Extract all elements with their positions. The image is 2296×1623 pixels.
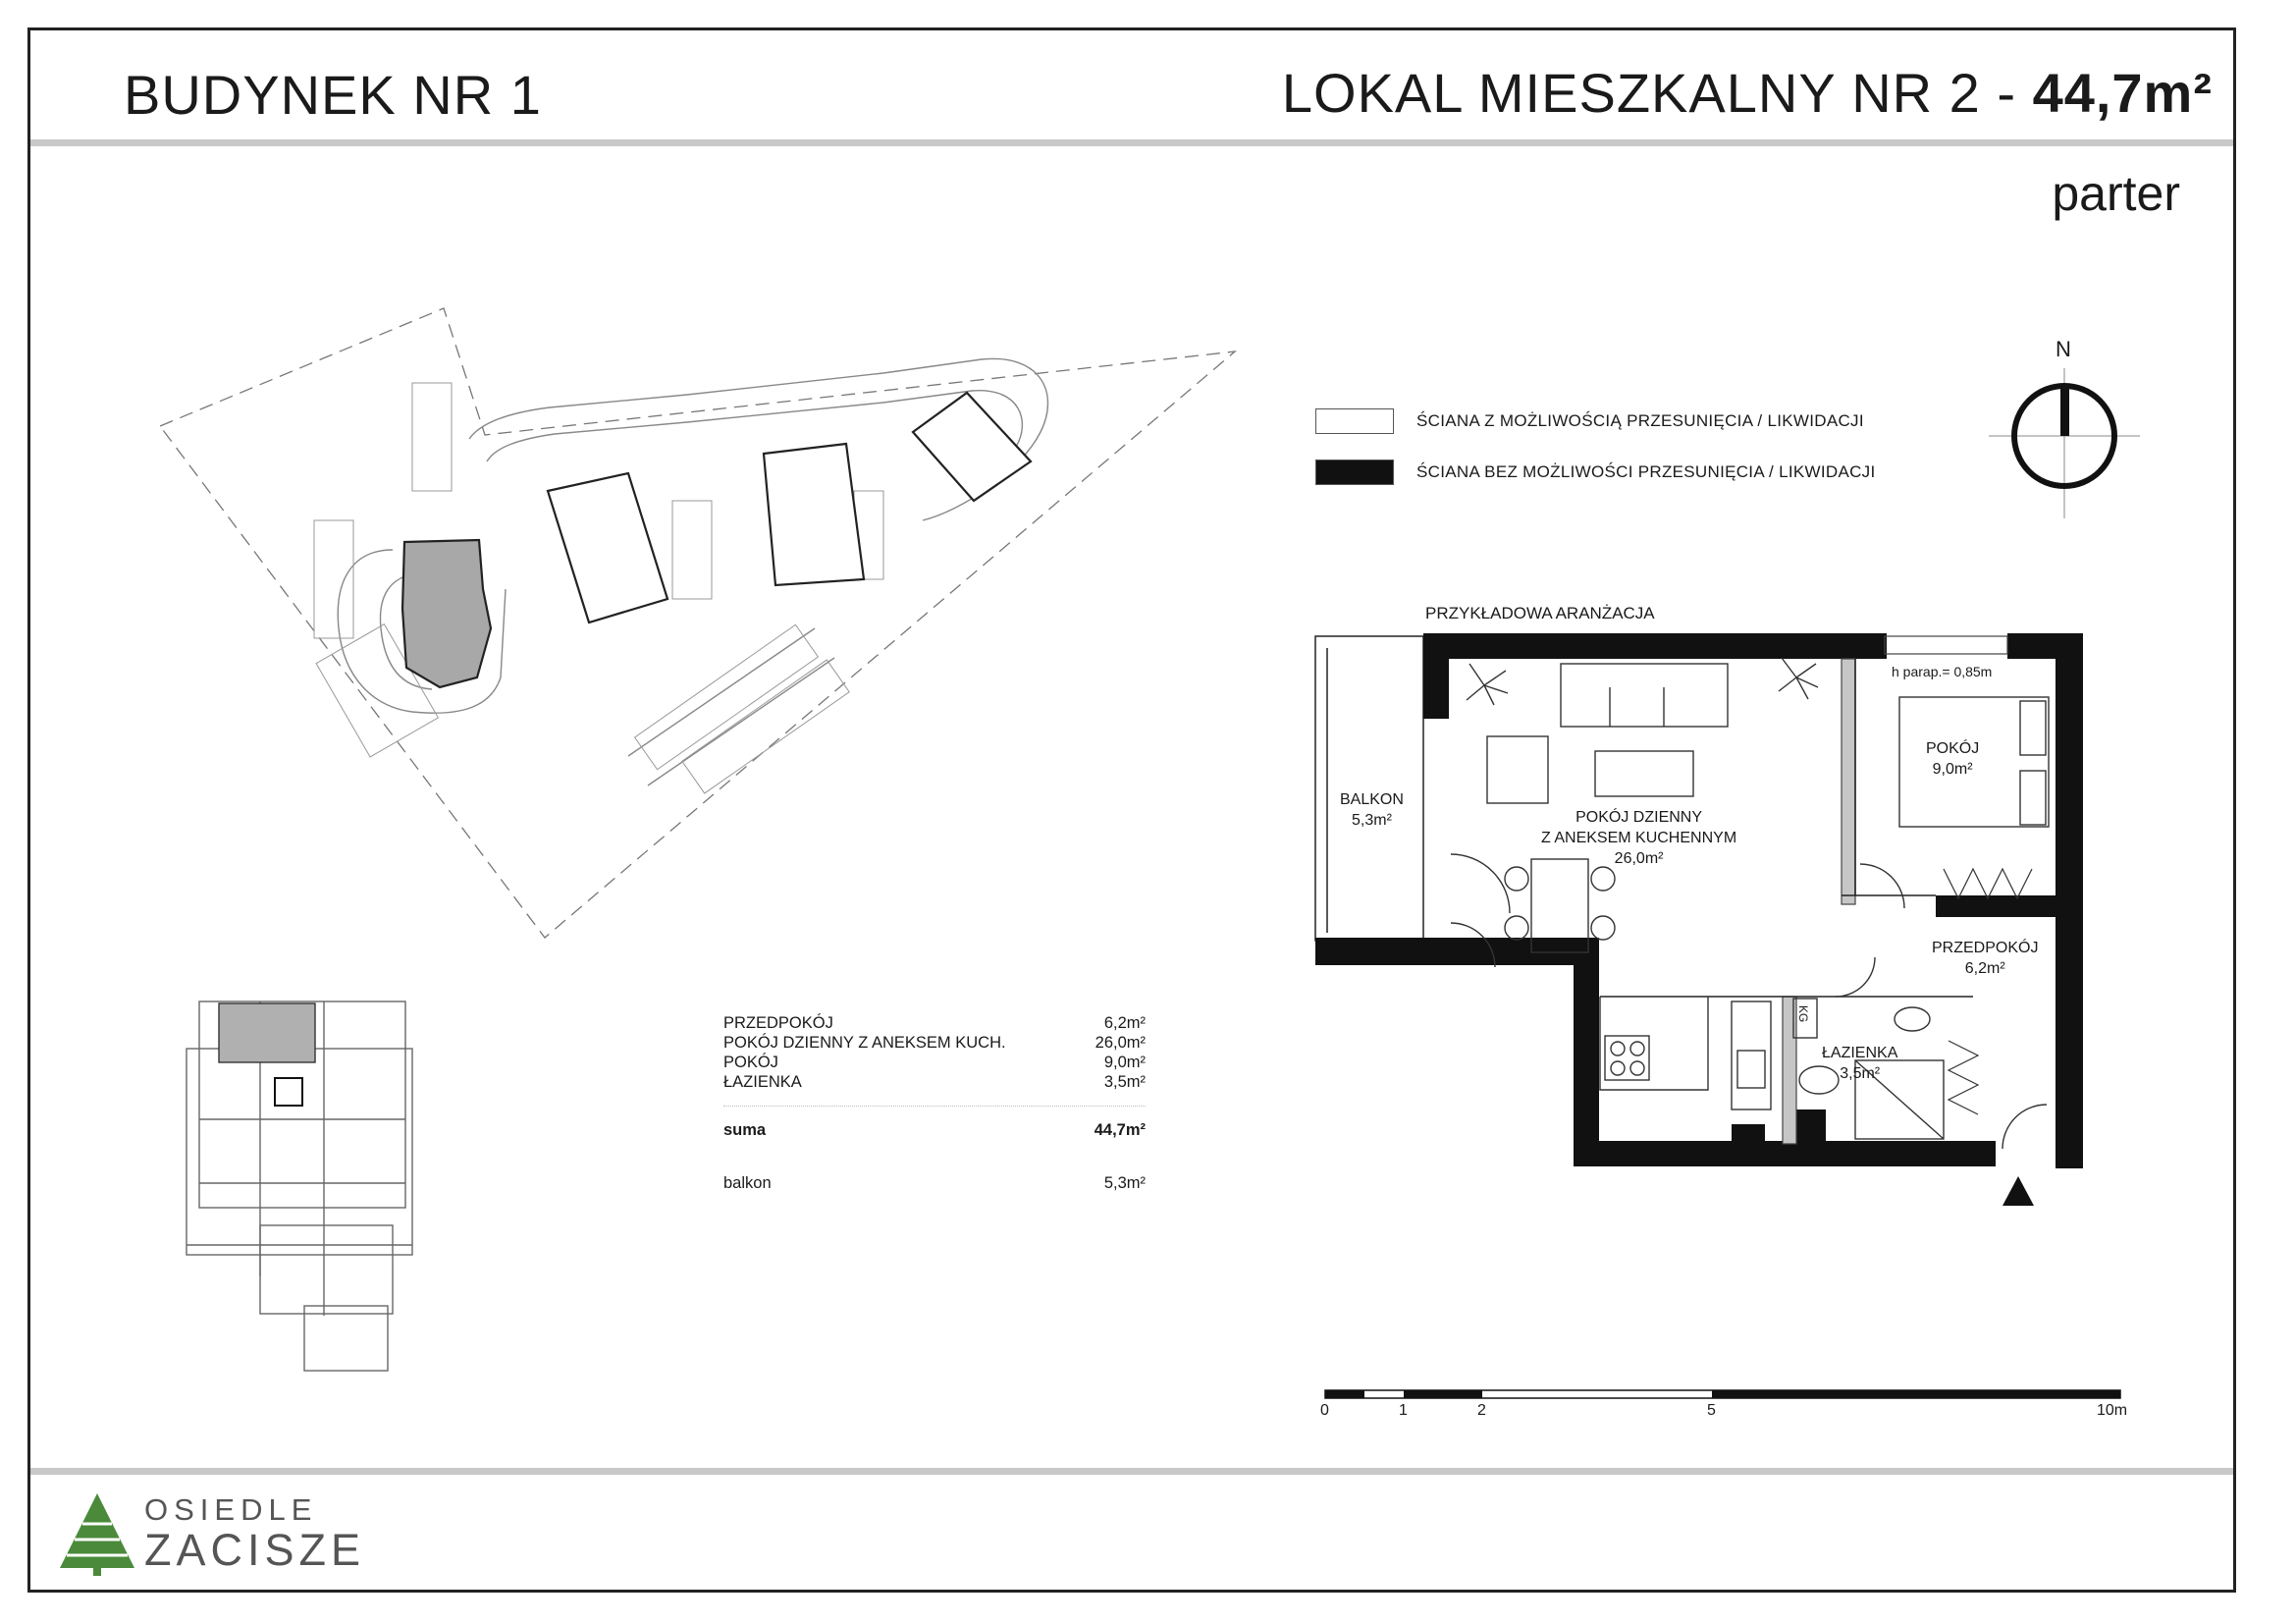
row-value: 26,0m² [1095,1034,1146,1052]
room-name: ŁAZIENKA [1822,1045,1898,1061]
scale-tick-1: 1 [1399,1402,1408,1419]
room-area: 5,3m² [1352,812,1392,829]
room-area: 3,5m² [1840,1065,1881,1082]
room-label-przedpokoj: PRZEDPOKÓJ 6,2m² [1932,938,2038,979]
row-name: POKÓJ [723,1054,778,1071]
scale-tick-5: 5 [1707,1402,1716,1419]
row-name: PRZEDPOKÓJ [723,1014,833,1032]
room-area: 6,2m² [1964,960,2005,977]
scale-tick-10: 10m [2097,1402,2128,1419]
logo-text-line2: ZACISZE [144,1525,366,1575]
room-name: BALKON [1340,791,1404,808]
apartment-title-prefix: LOKAL MIESZKALNY NR 2 - [1281,62,2033,124]
room-label-pokoj: POKÓJ 9,0m² [1926,738,1979,780]
floor-label: parter [2052,166,2180,221]
sum-value: 44,7m² [1094,1121,1146,1139]
scale-tick-2: 2 [1477,1402,1486,1419]
row-value: 3,5m² [1103,1073,1146,1091]
table-sum-row: suma 44,7m² [723,1120,1146,1140]
row-value: 6,2m² [1103,1014,1146,1032]
header-rule [30,139,2233,146]
logo-text-line1: OSIEDLE [144,1492,318,1527]
balcony-value: 5,3m² [1103,1174,1146,1192]
room-name: POKÓJ [1926,740,1980,757]
legend-fixed-wall-swatch [1315,460,1394,485]
legend-movable-wall-swatch [1315,408,1394,434]
room-name-line1: POKÓJ DZIENNY [1575,809,1703,826]
table-balcony-row: balkon 5,3m² [723,1173,1146,1193]
table-divider [723,1092,1146,1107]
sum-name: suma [723,1121,767,1139]
row-name: ŁAZIENKA [723,1073,802,1091]
table-row: POKÓJ DZIENNY Z ANEKSEM KUCH. 26,0m² [723,1033,1146,1053]
footer-rule [30,1468,2233,1475]
room-label-living-room: POKÓJ DZIENNY Z ANEKSEM KUCHENNYM 26,0m² [1541,807,1736,869]
room-area: 9,0m² [1932,761,1973,778]
room-label-lazienka: ŁAZIENKA 3,5m² [1822,1043,1897,1084]
row-name: POKÓJ DZIENNY Z ANEKSEM KUCH. [723,1034,1006,1052]
table-row: POKÓJ 9,0m² [723,1053,1146,1072]
compass-north-label: N [2056,337,2071,361]
legend-fixed-wall-label: ŚCIANA BEZ MOŻLIWOŚCI PRZESUNIĘCIA / LIK… [1416,462,1876,481]
apartment-area: 44,7m² [2032,62,2213,124]
room-label-balkon: BALKON 5,3m² [1340,789,1404,831]
room-name-line2: Z ANEKSEM KUCHENNYM [1541,830,1737,846]
area-table: PRZEDPOKÓJ 6,2m² POKÓJ DZIENNY Z ANEKSEM … [723,1013,1146,1193]
room-area: 26,0m² [1614,850,1664,867]
row-value: 9,0m² [1103,1054,1146,1071]
plan-caption: PRZYKŁADOWA ARANŻACJA [1425,604,1655,622]
balcony-name: balkon [723,1174,772,1192]
room-name: PRZEDPOKÓJ [1932,940,2039,956]
scale-tick-0: 0 [1320,1402,1329,1419]
apartment-title: LOKAL MIESZKALNY NR 2 - 44,7m² [1282,61,2213,125]
page-frame [27,27,2236,1593]
table-row: PRZEDPOKÓJ 6,2m² [723,1013,1146,1033]
entrance-arrow-icon [2002,1176,2034,1206]
sill-height-note: h parap.= 0,85m [1892,664,1993,679]
legend-movable-wall-label: ŚCIANA Z MOŻLIWOŚCIĄ PRZESUNIĘCIA / LIKW… [1416,411,1864,430]
building-title: BUDYNEK NR 1 [124,64,542,126]
table-row: ŁAZIENKA 3,5m² [723,1072,1146,1092]
